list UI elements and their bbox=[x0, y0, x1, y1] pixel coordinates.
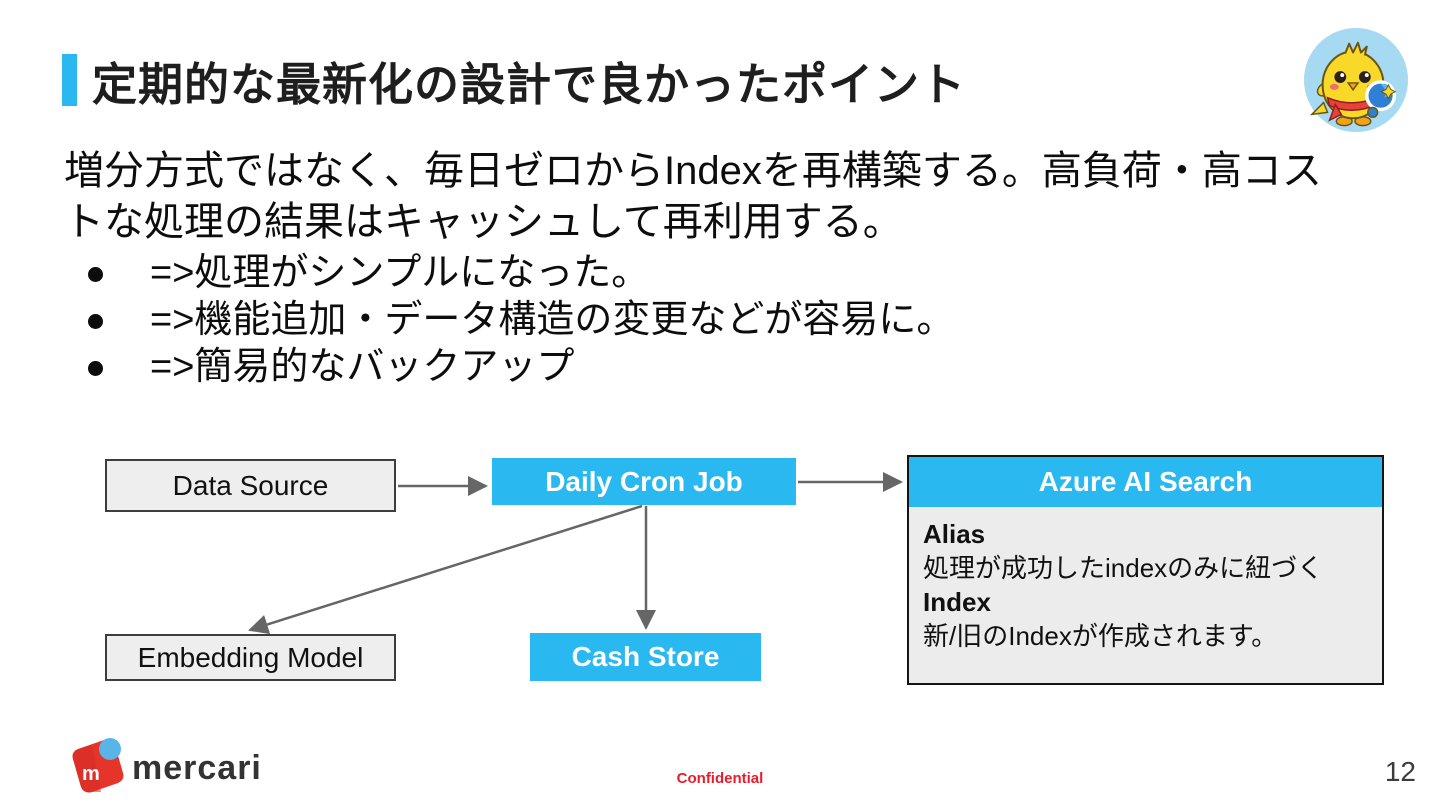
bullet-item: =>簡易的なバックアップ bbox=[88, 344, 954, 391]
body-line: 増分方式ではなく、毎日ゼロからIndexを再構築する。高負荷・高コス bbox=[64, 149, 1322, 193]
mercari-logo-text: mercari bbox=[132, 749, 262, 787]
mercari-logo: m mercari bbox=[64, 735, 264, 795]
azure-ai-search-details: Alias 処理が成功したindexのみに紐づく Index 新/旧のIndex… bbox=[909, 507, 1382, 653]
page-number: 12 bbox=[1384, 756, 1416, 787]
svg-text:m: m bbox=[82, 763, 100, 785]
azure-detail-desc: 処理が成功したindexのみに紐づく bbox=[923, 553, 1324, 583]
azure-detail-desc: 新/旧のIndexが作成されます。 bbox=[923, 621, 1278, 651]
diagram-node-embedding-model: Embedding Model bbox=[105, 634, 396, 681]
diagram-node-daily-cron-job: Daily Cron Job bbox=[492, 458, 796, 505]
azure-detail-term: Alias bbox=[923, 519, 986, 549]
body-line: トな処理の結果はキャッシュして再利用する。 bbox=[64, 200, 903, 244]
bullet-item: =>処理がシンプルになった。 bbox=[88, 250, 954, 297]
confidential-label: Confidential bbox=[676, 770, 764, 787]
diagram-node-cash-store: Cash Store bbox=[530, 633, 761, 681]
azure-ai-search-title: Azure AI Search bbox=[909, 457, 1382, 507]
bullet-list: =>処理がシンプルになった。 =>機能追加・データ構造の変更などが容易に。 =>… bbox=[88, 250, 954, 391]
azure-detail-term: Index bbox=[923, 587, 991, 617]
chick-mascot-icon bbox=[1302, 26, 1410, 134]
body-paragraph: 増分方式ではなく、毎日ゼロからIndexを再構築する。高負荷・高コス トな処理の… bbox=[64, 146, 1322, 248]
title-accent-bar bbox=[62, 54, 77, 106]
diagram-node-azure-ai-search: Azure AI Search Alias 処理が成功したindexのみに紐づく… bbox=[907, 455, 1384, 685]
diagram-node-data-source: Data Source bbox=[105, 459, 396, 512]
bullet-item: =>機能追加・データ構造の変更などが容易に。 bbox=[88, 297, 954, 344]
mercari-cube-icon: m bbox=[72, 738, 124, 793]
page-title: 定期的な最新化の設計で良かったポイント bbox=[92, 59, 967, 110]
